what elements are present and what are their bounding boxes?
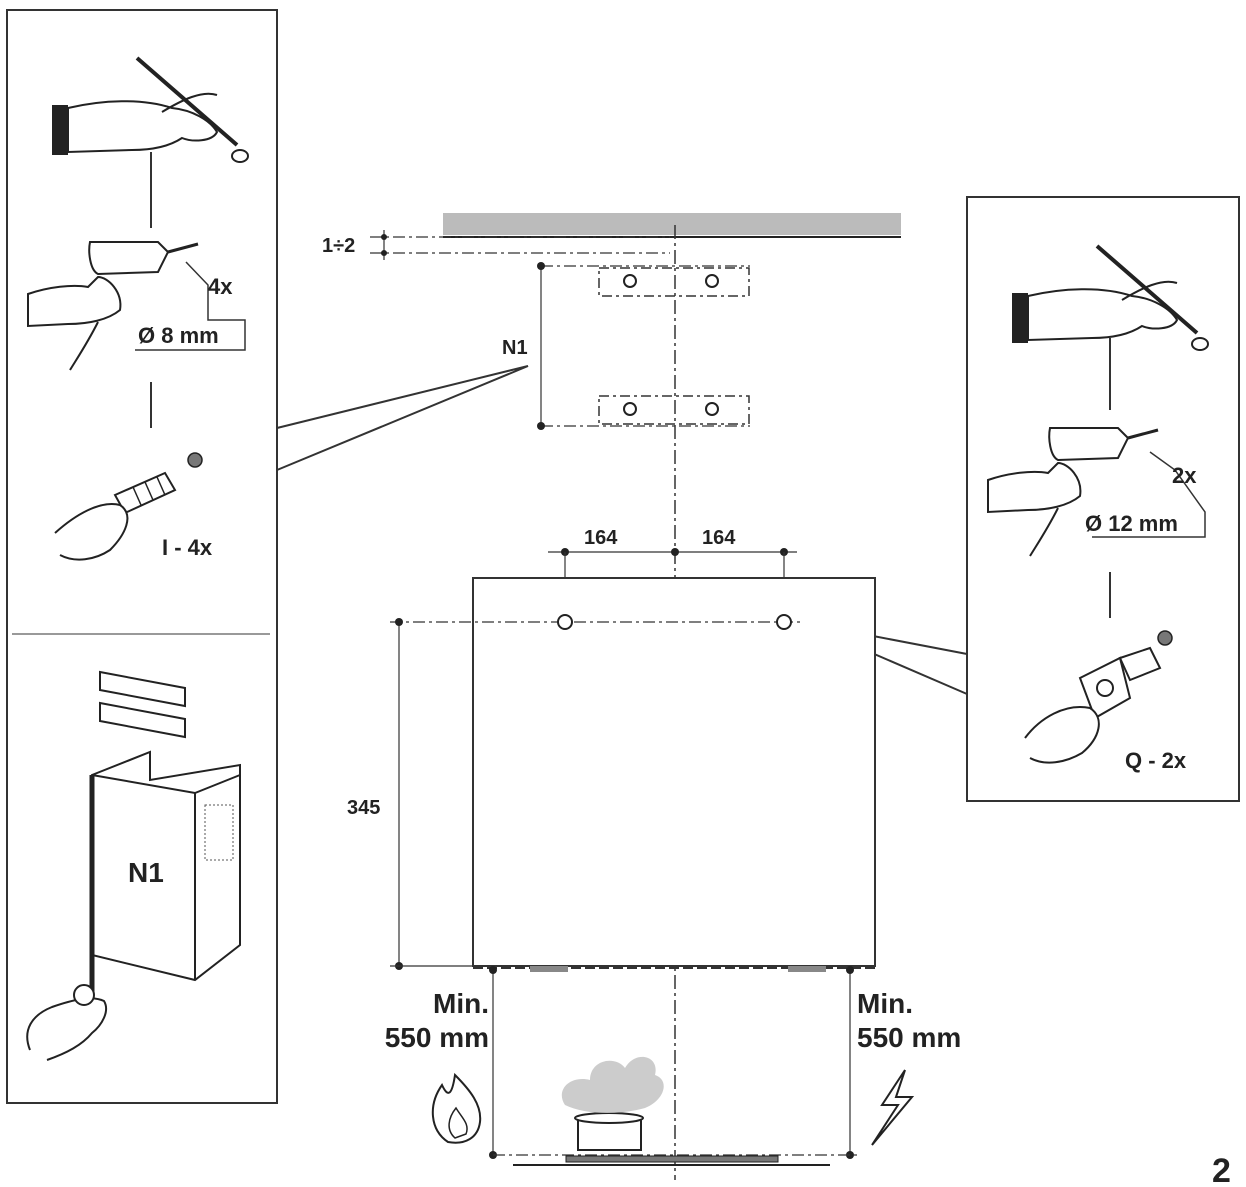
hand-holding-chimney-icon bbox=[26, 984, 108, 1061]
wall-plug-icon bbox=[54, 452, 203, 561]
electric-lightning-icon bbox=[871, 1069, 915, 1146]
hole-offset-left: 164 bbox=[584, 527, 618, 549]
cooktop bbox=[513, 1155, 830, 1166]
hole-height-label: 345 bbox=[347, 797, 380, 819]
ceiling-gap-label: 1÷2 bbox=[322, 235, 355, 257]
screw-label: Q - 2x bbox=[1125, 748, 1187, 773]
hole-spacing-dimension bbox=[548, 548, 797, 616]
ceiling-gap-dimension bbox=[370, 230, 670, 260]
mounting-hole-right bbox=[776, 614, 792, 630]
mounting-hole-left bbox=[557, 614, 573, 630]
min-right-line2: 550 mm bbox=[857, 1022, 961, 1053]
hood-body bbox=[472, 577, 876, 972]
wall-plug-label: I - 4x bbox=[162, 535, 213, 560]
hole-offset-right: 164 bbox=[702, 527, 736, 549]
right-drill-callout bbox=[1092, 451, 1206, 538]
hole-height-dimension bbox=[390, 618, 473, 970]
cooking-pot-icon bbox=[574, 1112, 644, 1151]
bracket-mount-positions bbox=[537, 262, 750, 430]
hand-marking-icon bbox=[52, 56, 249, 163]
bracket-label: N1 bbox=[502, 337, 528, 359]
left-instruction-panel bbox=[6, 9, 529, 1104]
bracket-pair-icon bbox=[99, 670, 186, 739]
left-drill-count: 4x bbox=[208, 274, 233, 299]
hand-marking-icon bbox=[1012, 244, 1209, 351]
steam-icon bbox=[561, 1056, 664, 1113]
right-drill-count: 2x bbox=[1172, 463, 1197, 488]
gas-flame-icon bbox=[431, 1072, 482, 1144]
right-instruction-panel bbox=[799, 196, 1240, 802]
page-number: 2 bbox=[1212, 1152, 1231, 1187]
min-left-line2: 550 mm bbox=[385, 1022, 489, 1053]
min-right-line1: Min. bbox=[857, 988, 913, 1019]
drill-icon bbox=[987, 427, 1159, 557]
left-drill-diameter: Ø 8 mm bbox=[138, 323, 219, 348]
left-drill-callout bbox=[135, 261, 246, 351]
min-clearance-dimensions bbox=[489, 966, 860, 1159]
ceiling bbox=[443, 213, 901, 238]
drill-icon bbox=[27, 241, 199, 371]
min-left-line1: Min. bbox=[433, 988, 489, 1019]
right-drill-diameter: Ø 12 mm bbox=[1085, 511, 1178, 536]
chimney-cover-icon bbox=[89, 750, 241, 1000]
screw-bracket-icon bbox=[1024, 630, 1173, 764]
chimney-label: N1 bbox=[128, 857, 164, 888]
